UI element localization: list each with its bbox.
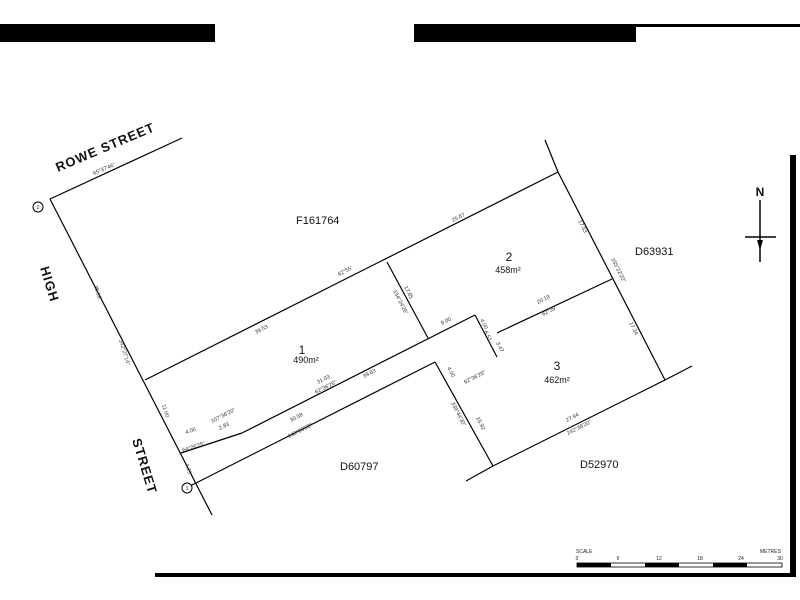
dim-lot3-west: 15.92 — [474, 416, 486, 431]
street-label: STREET — [129, 436, 160, 495]
frame-top-line — [636, 24, 800, 27]
parcel-d60797: D60797 — [340, 461, 379, 473]
drive-north — [241, 314, 476, 434]
frame-right-line — [790, 155, 796, 575]
frame-bottom-line — [155, 573, 796, 577]
dim-high-street-1: 35.18 — [92, 285, 102, 300]
scale-units: METRES — [760, 549, 782, 555]
lot-3-number: 3 — [554, 359, 561, 373]
dim-south-boundary: 27.94 — [565, 412, 580, 424]
dim-east-top: 17.53 — [576, 219, 588, 234]
parcel-d63931: D63931 — [635, 246, 674, 258]
redaction-bar-right — [414, 24, 636, 42]
dim-corner-3: 64°26'25" — [182, 441, 206, 454]
scale-tick-6: 6 — [617, 556, 620, 562]
dim-lot23-bearing: 62°39' — [541, 305, 558, 317]
rowe-street-line — [49, 137, 183, 200]
parcel-f161764: F161764 — [296, 215, 339, 227]
lot-3-area: 462m² — [544, 375, 570, 385]
south-east-boundary — [492, 379, 666, 467]
lot2-west — [386, 261, 429, 339]
scale-tick-12: 12 — [656, 556, 662, 562]
dim-lot2-west: 17.85 — [402, 285, 414, 300]
scale-tick-30: 30 — [777, 556, 783, 562]
scale-bar: SCALE METRES 0 6 12 18 24 30 — [576, 549, 783, 568]
dim-drive-3-bearing: 242°36'20" — [287, 422, 313, 439]
dim-lot1-top: 39.53 — [254, 324, 269, 336]
dim-corner-4: 4.75 — [183, 463, 192, 475]
parcel-d52970: D52970 — [580, 459, 619, 471]
north-boundary-ext — [544, 139, 559, 173]
scale-tick-18: 18 — [697, 556, 703, 562]
dim-east-lower: 17.34 — [627, 321, 639, 336]
dim-drive-1: 31.03 — [316, 374, 331, 386]
east-boundary — [557, 171, 666, 381]
dim-corner-5: 2.83 — [218, 422, 230, 432]
north-boundary — [144, 171, 559, 381]
dim-corner-2: 4.00 — [185, 427, 197, 436]
lot-1-area: 490m² — [293, 355, 319, 365]
high-street-line — [49, 198, 213, 516]
survey-mark-upper — [32, 201, 44, 213]
dim-corner-6: 107°36'20" — [210, 407, 236, 424]
dim-small-2: 3.47 — [494, 341, 504, 353]
dim-small-3: 6.51 — [482, 330, 492, 342]
drive-return — [474, 314, 498, 358]
south-east-ext — [465, 465, 494, 482]
redaction-bar-left — [0, 24, 215, 42]
survey-mark-upper-label: 2 — [36, 205, 39, 211]
dim-small-1: 4.00 — [478, 318, 488, 330]
dim-small-5: 62°36'26" — [463, 370, 487, 386]
scale-tick-0: 0 — [576, 556, 579, 562]
lot23-split — [496, 278, 613, 334]
dim-north-boundary: 25.67 — [451, 212, 466, 224]
dim-small-4: 4.00 — [445, 366, 455, 378]
dim-drive-3: 30.58 — [289, 412, 304, 424]
dim-lot23-split: 20.19 — [536, 294, 551, 306]
scale-label: SCALE — [576, 549, 593, 555]
scale-tick-24: 24 — [738, 556, 744, 562]
drive-south — [195, 361, 436, 484]
north-label: N — [756, 185, 765, 199]
lot-1-number: 1 — [299, 343, 306, 357]
high-label: HIGH — [37, 264, 62, 303]
lot-2-number: 2 — [506, 250, 513, 264]
lot3-west — [434, 361, 494, 467]
survey-mark-lower — [181, 482, 193, 494]
south-east-road-ext — [664, 365, 693, 381]
dim-corner-1: 11.00 — [160, 404, 170, 419]
north-arrow: N — [745, 185, 776, 262]
survey-mark-lower-label: 1 — [185, 486, 188, 492]
lot-2-area: 458m² — [495, 265, 521, 275]
dim-lot2-south: 8.00 — [440, 317, 452, 327]
lot1-corner-a — [180, 432, 243, 454]
dim-drive-2: 39.83 — [362, 368, 377, 380]
